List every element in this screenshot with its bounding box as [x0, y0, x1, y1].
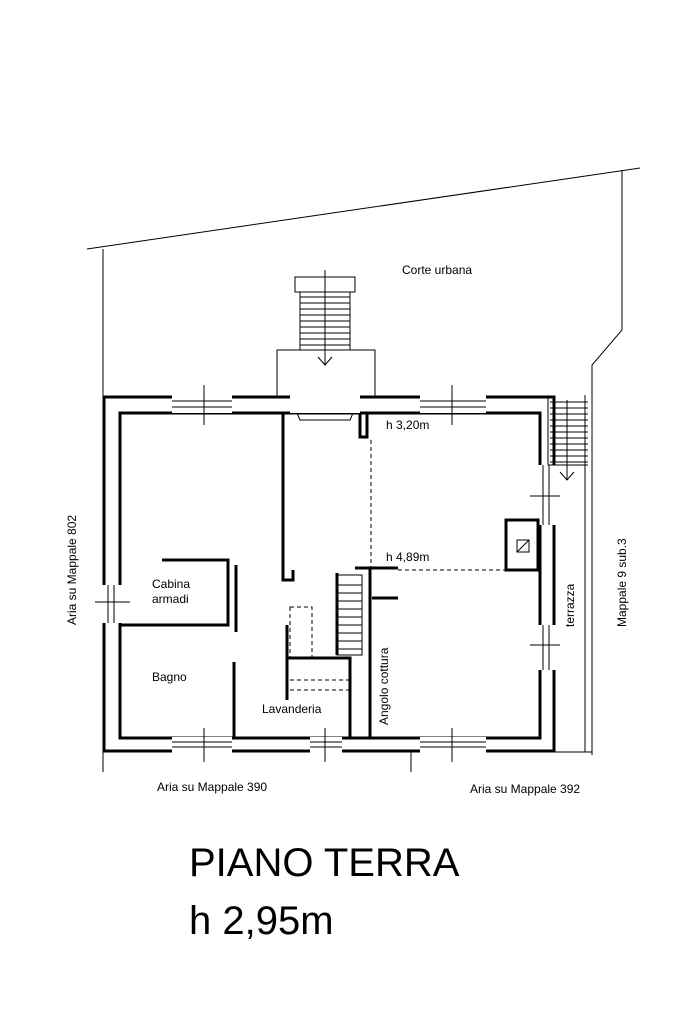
bathroom-label: Bagno	[152, 670, 187, 684]
closet-label-2: armadi	[152, 592, 189, 606]
interior-walls	[120, 413, 540, 738]
ceiling-height-label: h 3,20m	[386, 418, 429, 432]
boundary-bottom-right-label: Aria su Mappale 392	[470, 782, 580, 796]
terrace-label: terrazza	[563, 583, 577, 627]
boundary-bottom-left-label: Aria su Mappale 390	[157, 780, 267, 794]
courtyard-label: Corte urbana	[402, 263, 472, 277]
floor-title: PIANO TERRA	[189, 841, 460, 885]
laundry-label: Lavanderia	[262, 702, 322, 716]
terrace-stair	[547, 397, 588, 481]
closet-label-1: Cabina	[152, 577, 190, 591]
double-height-label: h 4,89m	[386, 550, 429, 564]
floor-height: h 2,95m	[189, 899, 334, 943]
interior-stair	[289, 574, 363, 691]
kitchen-label: Angolo cottura	[377, 647, 391, 725]
outer-walls	[95, 385, 560, 762]
boundary-right-label: Mappale 9 sub.3	[615, 538, 629, 627]
boundary-left-label: Aria su Mappale 802	[65, 515, 79, 625]
